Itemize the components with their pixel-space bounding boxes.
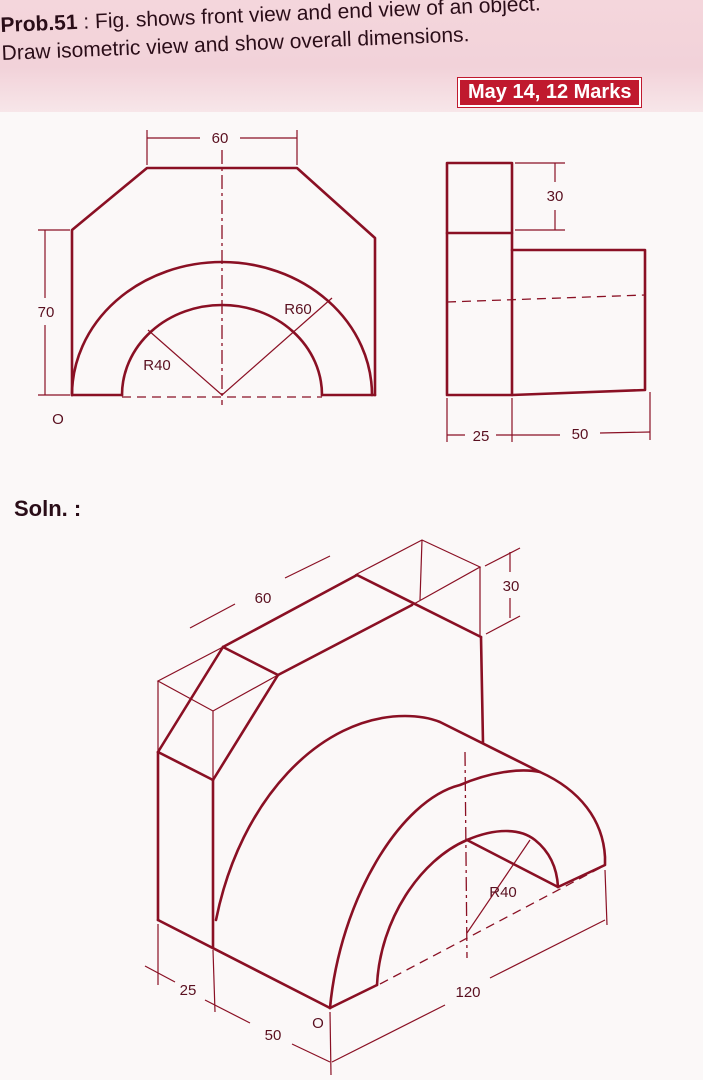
front-origin: O xyxy=(52,411,64,428)
isometric-view: 60 30 R40 25 50 120 O xyxy=(144,539,608,1076)
front-r60: R60 xyxy=(284,301,312,318)
iso-origin: O xyxy=(312,1015,324,1032)
end-dim-50: 50 xyxy=(572,426,589,443)
iso-dim-120: 120 xyxy=(455,984,480,1001)
front-r40: R40 xyxy=(143,357,171,374)
solution-label: Soln. : xyxy=(14,496,82,521)
iso-dim-50: 50 xyxy=(265,1027,282,1044)
iso-dim-25: 25 xyxy=(180,982,197,999)
iso-dim-60: 60 xyxy=(255,590,272,607)
iso-r40: R40 xyxy=(489,884,517,901)
iso-dim-30: 30 xyxy=(503,578,520,595)
end-dim-25: 25 xyxy=(473,428,490,445)
end-dim-30: 30 xyxy=(547,188,564,205)
front-dim-60: 60 xyxy=(212,130,229,147)
front-view: 60 70 R60 R40 O xyxy=(38,130,377,428)
front-dim-70: 70 xyxy=(38,304,55,321)
end-view: 30 25 50 xyxy=(445,161,651,445)
exam-badge: May 14, 12 Marks xyxy=(456,77,643,108)
